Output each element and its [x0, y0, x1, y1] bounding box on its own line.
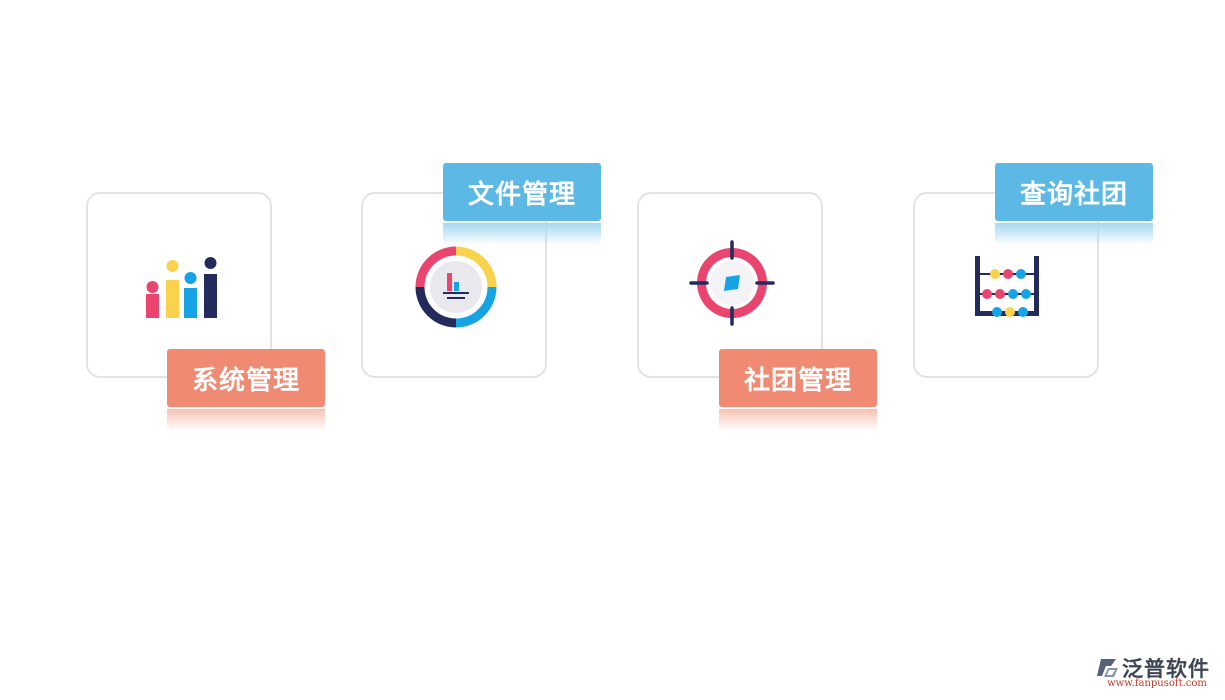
- module-label-system[interactable]: 系统管理: [167, 349, 325, 407]
- brand-name: 泛普软件: [1122, 657, 1210, 681]
- target-icon: [689, 240, 775, 326]
- label-reflection: [443, 223, 601, 245]
- module-label-club[interactable]: 社团管理: [719, 349, 877, 407]
- label-reflection: [167, 409, 325, 431]
- label-reflection: [719, 409, 877, 431]
- file-chart-icon: [415, 246, 497, 328]
- label-reflection: [995, 223, 1153, 245]
- module-label-query[interactable]: 查询社团: [995, 163, 1153, 221]
- module-card-system[interactable]: [86, 192, 272, 378]
- bar-chart-icon: [146, 257, 217, 318]
- module-card-club[interactable]: [637, 192, 823, 378]
- brand-watermark: 泛普软件 www.fanpusoft.com: [1094, 654, 1219, 694]
- fanpu-logo-icon: [1097, 659, 1118, 677]
- brand-url[interactable]: www.fanpusoft.com: [1107, 678, 1207, 689]
- abacus-icon: [975, 256, 1039, 317]
- module-label-file[interactable]: 文件管理: [443, 163, 601, 221]
